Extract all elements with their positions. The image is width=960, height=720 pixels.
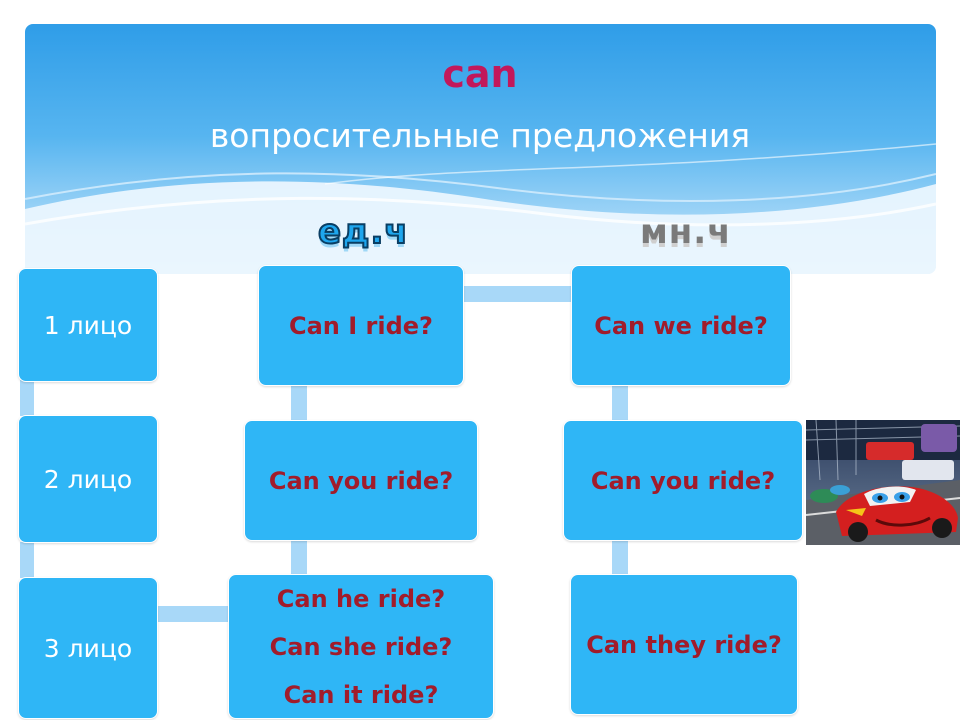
person-3-box: 3 лицо [18,577,158,719]
plural-second-person-box: Can you ride? [563,420,803,541]
connector-person-2-3 [20,542,34,578]
connector-singular-1-2 [291,385,307,422]
page-subtitle: вопросительные предложения [209,116,751,155]
person-2-label: 2 лицо [43,464,133,494]
connector-singular-2-3 [291,540,307,576]
plural-first-person-box: Can we ride? [571,265,791,386]
page-title: can [442,52,518,96]
plural-first-person-text: Can we ride? [594,311,768,340]
wave-decoration [25,143,936,274]
connector-plural-1-2 [612,385,628,422]
race-car-image [806,420,960,545]
singular-column-heading: ед.ч [317,211,409,253]
person-1-label: 1 лицо [43,310,133,340]
person-3-label: 3 лицо [43,633,133,663]
plural-second-person-text: Can you ride? [590,466,776,495]
plural-third-person-text: Can they ride? [586,630,782,659]
singular-third-person-he: Can he ride? [276,584,446,613]
singular-third-person-box: Can he ride? Can she ride? Can it ride? [228,574,494,719]
person-2-box: 2 лицо [18,415,158,543]
connector-plural-2-3 [612,540,628,576]
singular-third-person-it: Can it ride? [283,680,439,709]
singular-third-person-she: Can she ride? [269,632,453,661]
header-banner [25,24,936,274]
singular-first-person-text: Can I ride? [289,311,433,340]
connector-person-1-2 [20,380,34,416]
connector-person3-singular [158,606,230,622]
person-1-box: 1 лицо [18,268,158,382]
plural-third-person-box: Can they ride? [570,574,798,715]
singular-second-person-box: Can you ride? [244,420,478,541]
plural-column-heading: мн.ч [640,212,732,252]
connector-singular-plural [462,286,572,302]
singular-second-person-text: Can you ride? [268,466,454,495]
singular-first-person-box: Can I ride? [258,265,464,386]
